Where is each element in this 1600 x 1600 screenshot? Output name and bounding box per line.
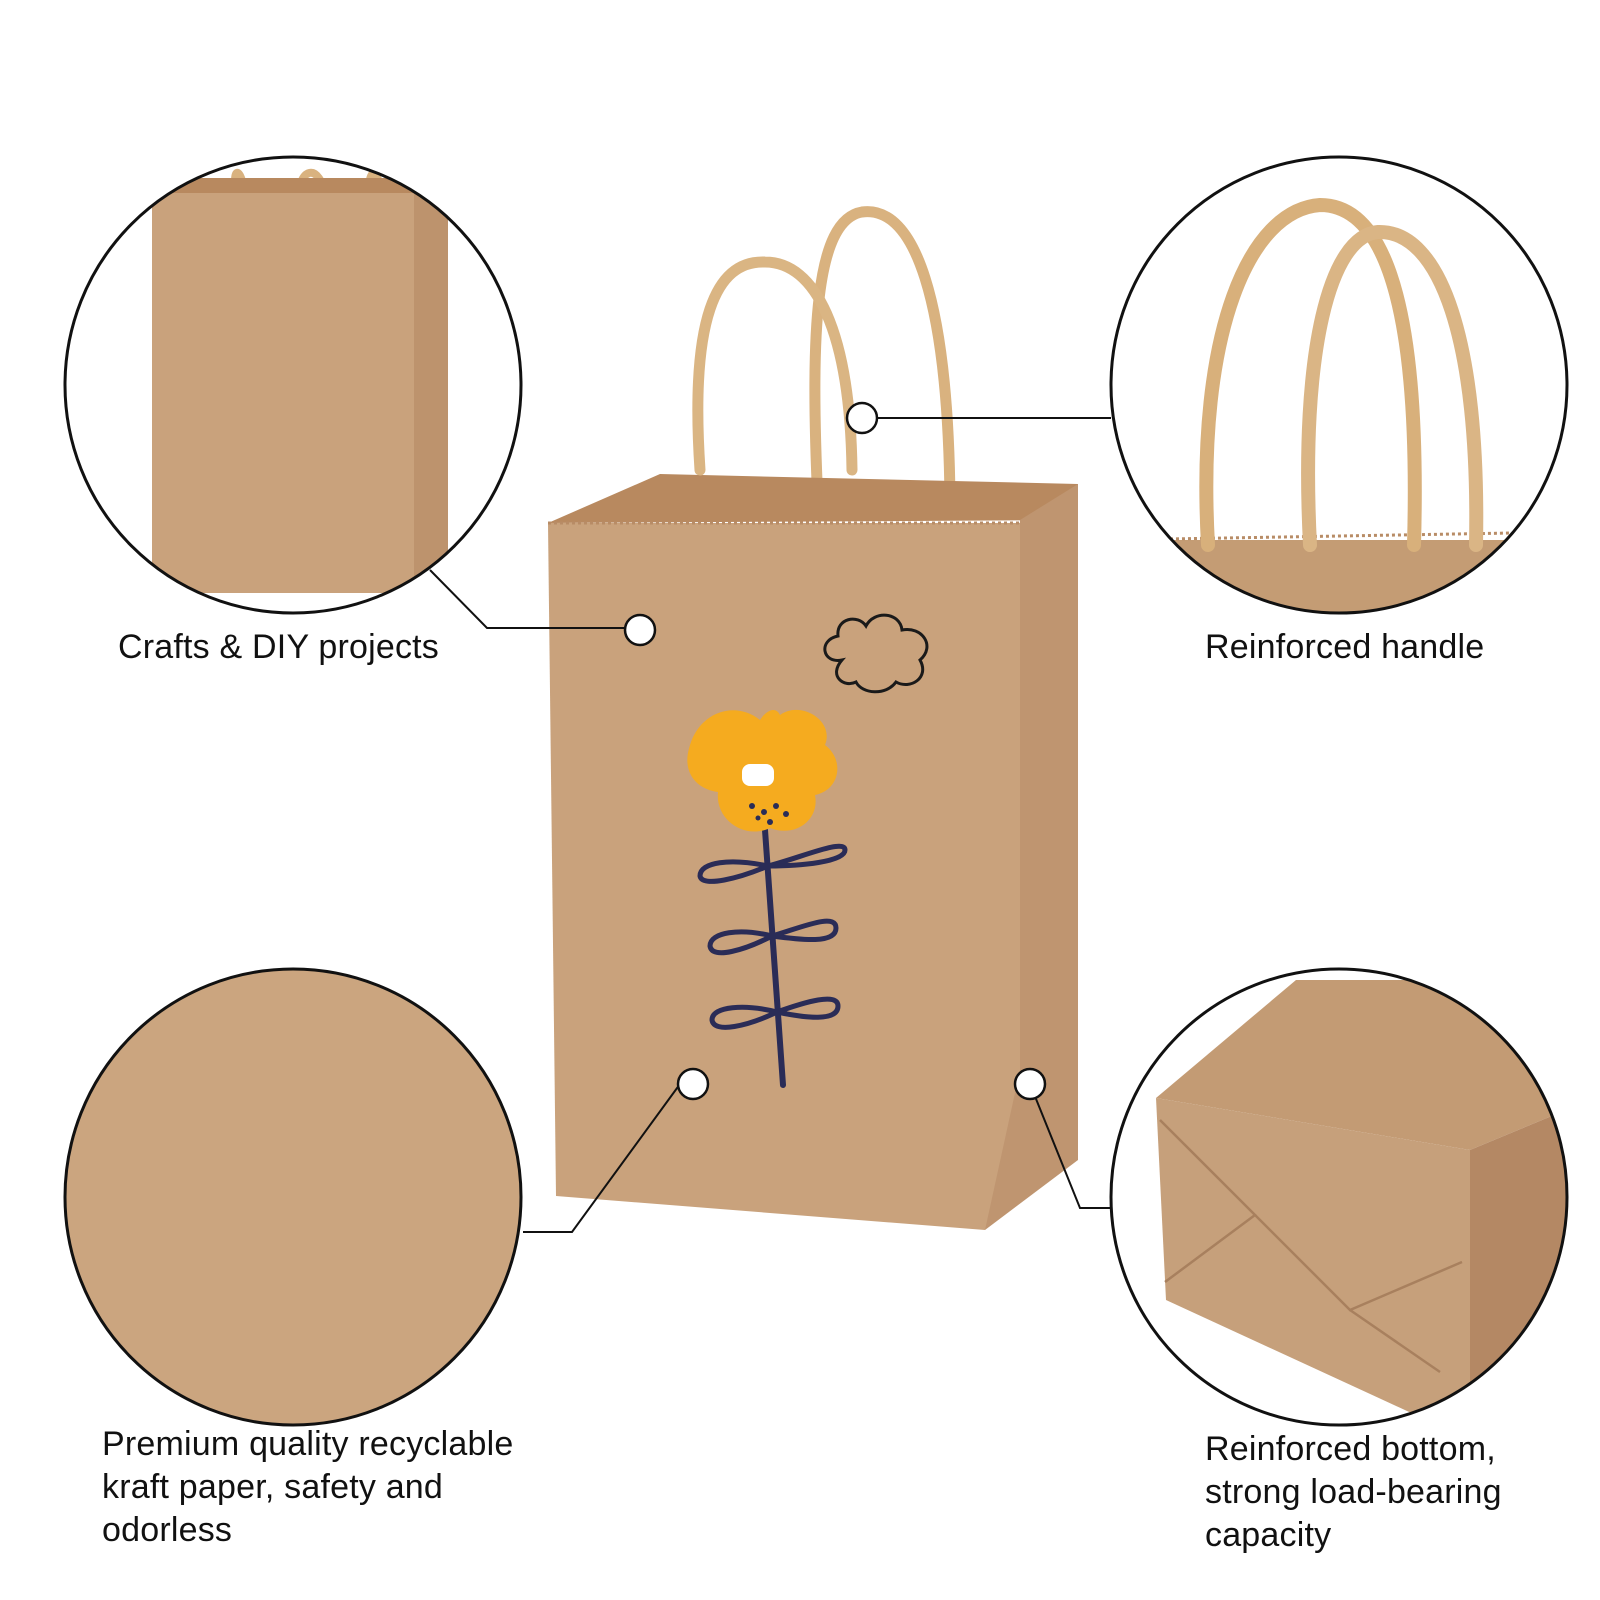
marker-bottom-left bbox=[676, 1067, 710, 1101]
caption-line: kraft paper, safety and bbox=[102, 1468, 444, 1506]
caption-reinforced-handle: Reinforced handle bbox=[1205, 626, 1484, 669]
bag-handle-back bbox=[809, 206, 956, 511]
flower-stem bbox=[762, 827, 786, 1088]
caption-line: strong load-bearing bbox=[1205, 1473, 1502, 1511]
connector-bottom-right bbox=[1029, 1083, 1111, 1209]
marker-bottom-right bbox=[1013, 1067, 1047, 1101]
bag-front-face bbox=[548, 523, 1020, 1230]
marker-top-left bbox=[623, 613, 657, 647]
leaf-pair-middle bbox=[707, 918, 839, 956]
detail-circle-bottom bbox=[1109, 967, 1569, 1427]
caption-line: Reinforced bottom, bbox=[1205, 1430, 1496, 1468]
caption-line: capacity bbox=[1205, 1516, 1332, 1554]
cloud-doodle bbox=[823, 613, 929, 694]
caption-kraft-paper: Premium quality recyclable kraft paper, … bbox=[102, 1423, 513, 1552]
leaf-pair-top bbox=[697, 843, 848, 884]
callout-connectors bbox=[429, 417, 1111, 1233]
kraft-paper-bag bbox=[548, 206, 1078, 1230]
caption-line: odorless bbox=[102, 1511, 233, 1549]
leaf-pair-bottom bbox=[709, 996, 841, 1030]
caption-line: Crafts & DIY projects bbox=[118, 628, 440, 666]
caption-crafts-diy: Crafts & DIY projects bbox=[118, 626, 439, 669]
marker-top-right bbox=[845, 401, 879, 435]
flower-seeds bbox=[749, 803, 789, 825]
caption-reinforced-bottom: Reinforced bottom, strong load-bearing c… bbox=[1205, 1428, 1502, 1557]
flower-center bbox=[742, 764, 774, 786]
caption-line: Premium quality recyclable bbox=[102, 1425, 514, 1463]
connector-top-left bbox=[429, 569, 626, 629]
bag-interior bbox=[548, 474, 1078, 523]
detail-circle-handle bbox=[1109, 155, 1569, 615]
detail-circle-crafts bbox=[63, 155, 523, 615]
flower-doodle bbox=[687, 709, 848, 1088]
connector-bottom-left bbox=[523, 1083, 681, 1233]
bag-handle-front bbox=[692, 256, 858, 476]
detail-circle-kraft-paper bbox=[63, 967, 523, 1427]
caption-line: Reinforced handle bbox=[1205, 628, 1485, 666]
